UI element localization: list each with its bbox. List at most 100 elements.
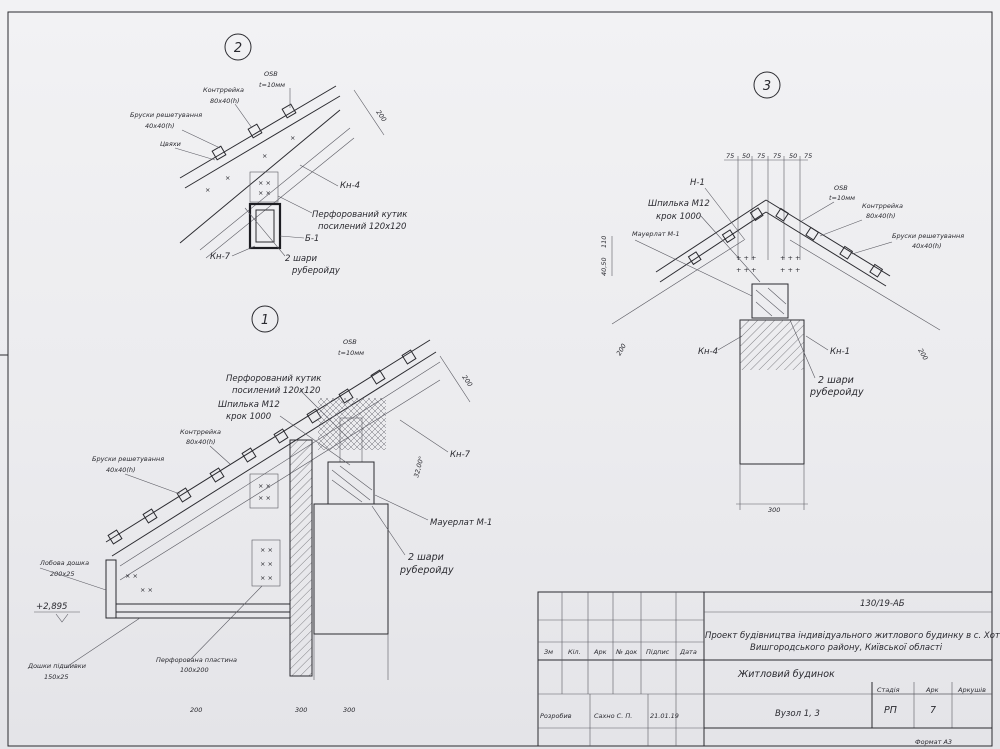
node-name: Вузол 1, 3: [775, 709, 820, 719]
col-kil: Кіл.: [568, 648, 581, 656]
svg-text:× ×: × ×: [260, 560, 273, 568]
detail-2-dim-200: 200: [374, 109, 388, 124]
detail-2-battens: Бруски решетування: [130, 111, 202, 119]
detail-1-marker: [251, 305, 279, 333]
svg-text:× ×: × ×: [260, 574, 273, 582]
detail-3-top-dim-3: 75: [773, 152, 781, 160]
detail-1-level: +2,895: [36, 602, 67, 612]
sheet-header: Арк: [925, 686, 939, 694]
project-title-line2: Вишгородського району, Київської області: [750, 643, 943, 653]
svg-text:× ×: × ×: [258, 189, 271, 197]
svg-text:× ×: × ×: [260, 546, 273, 554]
fascia-board: [105, 559, 117, 619]
detail-2: 2 × × × × × × × × 200 OSB t=10мм Контрре…: [130, 33, 408, 276]
detail-3-left-dim-0: 110: [600, 236, 608, 248]
wall: [313, 503, 389, 635]
detail-3-osb-thickness: t=10мм: [829, 194, 855, 202]
detail-3-battens: Бруски решетування: [892, 232, 964, 240]
detail-2-marker: [224, 33, 252, 61]
detail-1: 1 × × × × × × × × × × × × × ×: [27, 305, 492, 714]
detail-1-battens: Бруски решетування: [92, 455, 164, 463]
svg-text:+ + +: + + +: [736, 254, 756, 262]
detail-2-kn7: Кн-7: [210, 252, 231, 262]
svg-text:× ×: × ×: [258, 494, 271, 502]
detail-3-dim-200-left: 200: [615, 342, 628, 357]
detail-1-stud-step: крок 1000: [226, 412, 271, 422]
col-zm: Зм: [544, 648, 553, 656]
detail-1-bottom-dim-0: 200: [190, 706, 202, 714]
detail-3-top-dim-4: 50: [789, 152, 797, 160]
detail-1-fascia-size: 200х25: [50, 570, 75, 578]
detail-1-bottom-dim-1: 300: [295, 706, 307, 714]
detail-1-counter-batten-size: 80х40(h): [186, 438, 216, 446]
svg-text:× ×: × ×: [125, 572, 138, 580]
svg-text:×: ×: [290, 134, 295, 142]
detail-2-battens-size: 40х40(h): [145, 122, 175, 130]
detail-1-number: 1: [261, 313, 269, 328]
detail-1-osb: OSB: [343, 338, 357, 346]
stage-value: РП: [884, 705, 897, 716]
detail-3-top-dim-2: 75: [757, 152, 765, 160]
detail-3-left-dim-1: 40,50: [600, 257, 608, 276]
sheet-value: 7: [930, 705, 936, 716]
detail-1-fascia: Лобова дошка: [39, 559, 89, 567]
detail-1-stud: Шпилька М12: [218, 400, 280, 410]
sign-date: 21.01.19: [650, 712, 679, 720]
detail-3-battens-size: 40х40(h): [912, 242, 942, 250]
detail-1-plate-size: 100х200: [180, 666, 209, 674]
detail-3-felt-line2: руберойду: [809, 387, 864, 398]
detail-3-stud-step: крок 1000: [656, 212, 701, 222]
detail-3-osb: OSB: [834, 184, 848, 192]
col-date: Дата: [679, 648, 697, 656]
detail-1-soffit: Дошки підшивки: [27, 662, 86, 670]
svg-text:×: ×: [205, 186, 210, 194]
detail-1-angle: Перфорований кутик: [226, 374, 322, 384]
detail-1-mauerlat: Мауерлат М-1: [430, 518, 492, 528]
detail-3-marker: [753, 71, 781, 99]
detail-1-osb-thickness: t=10мм: [338, 349, 364, 357]
col-ark: Арк: [593, 648, 607, 656]
detail-2-felt-line1: 2 шари: [285, 254, 317, 264]
detail-3-h1: Н-1: [690, 178, 705, 188]
detail-2-osb: OSB: [264, 70, 278, 78]
detail-3-kn4: Кн-4: [698, 347, 718, 357]
detail-1-slope: 32,00°: [412, 455, 425, 478]
detail-1-angle-size: посилений 120х120: [232, 386, 320, 396]
detail-3-number: 3: [763, 79, 771, 94]
detail-2-angle-size: посилений 120х120: [318, 222, 406, 232]
detail-3-counter-batten-size: 80х40(h): [866, 212, 896, 220]
detail-2-kn4: Кн-4: [340, 181, 360, 191]
svg-text:+ + +: + + +: [780, 266, 800, 274]
detail-2-number: 2: [234, 41, 242, 56]
svg-text:+ + +: + + +: [736, 266, 756, 274]
title-block: 130/19-АБ Проект будівництва індивідуаль…: [537, 591, 1000, 747]
detail-3-dim-200-right: 200: [916, 347, 929, 362]
detail-3-felt-line1: 2 шари: [818, 375, 854, 386]
detail-3-top-dim-1: 50: [742, 152, 750, 160]
detail-2-counter-batten-size: 80х40(h): [210, 97, 240, 105]
project-code: 130/19-АБ: [860, 599, 905, 609]
detail-2-counter-batten: Контррейка: [203, 86, 244, 94]
detail-3-wall-width: 300: [768, 506, 780, 514]
detail-3-top-dim-0: 75: [726, 152, 734, 160]
sheet-frame: [7, 11, 993, 747]
detail-3-counter-batten: Контррейка: [862, 202, 903, 210]
role-developer: Розробив: [540, 712, 572, 720]
detail-1-felt-line2: руберойду: [399, 565, 454, 576]
detail-1-felt-line1: 2 шари: [408, 552, 444, 563]
svg-text:×: ×: [262, 152, 267, 160]
detail-2-felt-line2: руберойду: [291, 266, 341, 276]
detail-1-plate: Перфорована пластина: [156, 656, 237, 664]
detail-3-mauerlat: Мауерлат М-1: [632, 230, 680, 238]
detail-1-soffit-size: 150х25: [44, 673, 69, 681]
beam-b1: [248, 202, 282, 250]
col-doc: № док: [615, 648, 637, 656]
format-label: Формат А3: [915, 738, 952, 746]
svg-text:× ×: × ×: [258, 179, 271, 187]
sheets-header: Аркушів: [957, 686, 986, 694]
detail-2-nails: Цвяхи: [160, 140, 181, 148]
detail-2-osb-thickness: t=10мм: [259, 81, 285, 89]
svg-text:×: ×: [225, 174, 230, 182]
project-title-line1: Проект будівництва індивідуального житло…: [705, 631, 1000, 641]
